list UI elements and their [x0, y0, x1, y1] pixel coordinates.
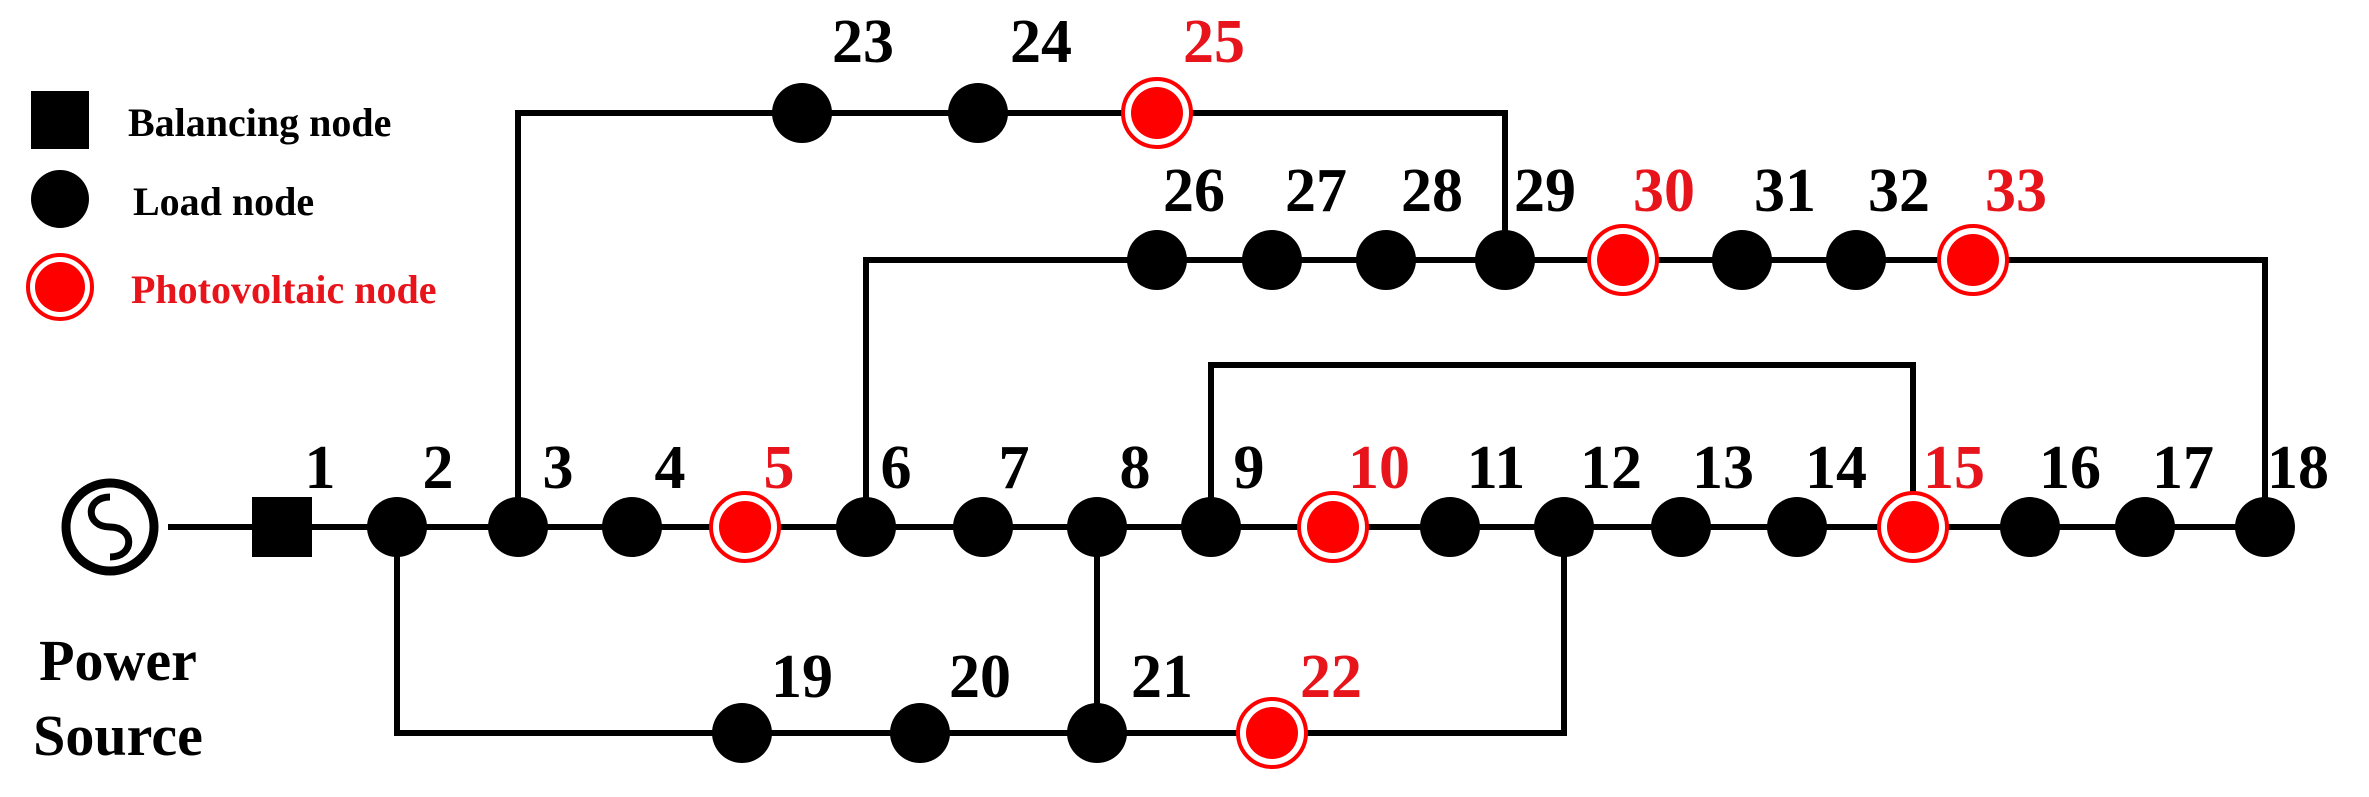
node-label-16: 16: [2039, 434, 2101, 502]
load-node-18: [2235, 497, 2295, 557]
node-label-2: 2: [423, 434, 454, 502]
node-label-29: 29: [1514, 157, 1576, 225]
branch-6-26-33-18: [863, 257, 2268, 527]
legend-load-icon: [31, 170, 89, 228]
node-label-7: 7: [999, 434, 1030, 502]
load-node-12: [1534, 497, 1594, 557]
node-label-25: 25: [1183, 8, 1245, 76]
load-node-26: [1127, 230, 1187, 290]
node-label-9: 9: [1234, 434, 1265, 502]
branch-3-23-25-29: [515, 110, 1508, 527]
load-node-29: [1475, 230, 1535, 290]
nodes-layer: [252, 77, 2295, 769]
load-node-31: [1712, 230, 1772, 290]
load-node-3: [488, 497, 548, 557]
node-label-21: 21: [1131, 643, 1193, 711]
node-label-3: 3: [543, 434, 574, 502]
pv-node-33: [1947, 234, 1999, 286]
power-source: Power Source: [33, 478, 203, 768]
legend-pv-ring-icon: [26, 253, 94, 321]
pv-node-10: [1307, 501, 1359, 553]
load-node-2: [367, 497, 427, 557]
load-node-16: [2000, 497, 2060, 557]
node-label-12: 12: [1580, 434, 1642, 502]
power-source-label-line1: Power: [39, 628, 197, 693]
node-label-24: 24: [1010, 8, 1072, 76]
node-label-32: 32: [1868, 157, 1930, 225]
node-label-33: 33: [1985, 157, 2047, 225]
loop-9-15: [1208, 362, 1916, 527]
load-node-8: [1067, 497, 1127, 557]
pv-node-25: [1131, 87, 1183, 139]
load-node-27: [1242, 230, 1302, 290]
node-label-14: 14: [1805, 434, 1867, 502]
pv-node-30: [1597, 234, 1649, 286]
load-node-7: [953, 497, 1013, 557]
node-label-11: 11: [1467, 434, 1526, 502]
node-label-19: 19: [771, 643, 833, 711]
node-label-28: 28: [1401, 157, 1463, 225]
node-label-5: 5: [764, 434, 795, 502]
node-label-4: 4: [655, 434, 686, 502]
node-label-26: 26: [1163, 157, 1225, 225]
load-node-9: [1181, 497, 1241, 557]
power-source-label-line2: Source: [33, 703, 203, 768]
load-node-14: [1767, 497, 1827, 557]
node-label-13: 13: [1692, 434, 1754, 502]
load-node-19: [712, 703, 772, 763]
load-node-32: [1826, 230, 1886, 290]
node-label-23: 23: [832, 8, 894, 76]
legend-balancing-label: Balancing node: [128, 100, 391, 145]
load-node-6: [836, 497, 896, 557]
legend-balancing-icon: [31, 91, 89, 149]
node-label-1: 1: [305, 434, 336, 502]
node-label-10: 10: [1348, 434, 1410, 502]
node-label-6: 6: [881, 434, 912, 502]
node-label-22: 22: [1300, 643, 1362, 711]
load-node-20: [890, 703, 950, 763]
branch-2-19-22-12: [394, 527, 1567, 736]
load-node-13: [1651, 497, 1711, 557]
node-label-20: 20: [949, 643, 1011, 711]
load-node-28: [1356, 230, 1416, 290]
legend-load-label: Load node: [133, 179, 314, 224]
legend: Balancing node Load node Photovoltaic no…: [26, 91, 437, 321]
legend-pv-label: Photovoltaic node: [131, 267, 437, 312]
node-label-27: 27: [1285, 157, 1347, 225]
balancing-node-1: [252, 497, 312, 557]
load-node-11: [1420, 497, 1480, 557]
node-label-30: 30: [1633, 157, 1695, 225]
load-node-4: [602, 497, 662, 557]
node-label-15: 15: [1923, 434, 1985, 502]
load-node-23: [772, 83, 832, 143]
load-node-17: [2115, 497, 2175, 557]
node-label-31: 31: [1754, 157, 1816, 225]
load-node-21: [1067, 703, 1127, 763]
sine-wave-icon: [87, 493, 133, 561]
pv-node-22: [1246, 707, 1298, 759]
pv-node-5: [719, 501, 771, 553]
node-label-8: 8: [1120, 434, 1151, 502]
node-label-18: 18: [2267, 434, 2329, 502]
pv-node-15: [1887, 501, 1939, 553]
node-label-17: 17: [2152, 434, 2214, 502]
load-node-24: [948, 83, 1008, 143]
legend-pv-icon: [35, 262, 85, 312]
